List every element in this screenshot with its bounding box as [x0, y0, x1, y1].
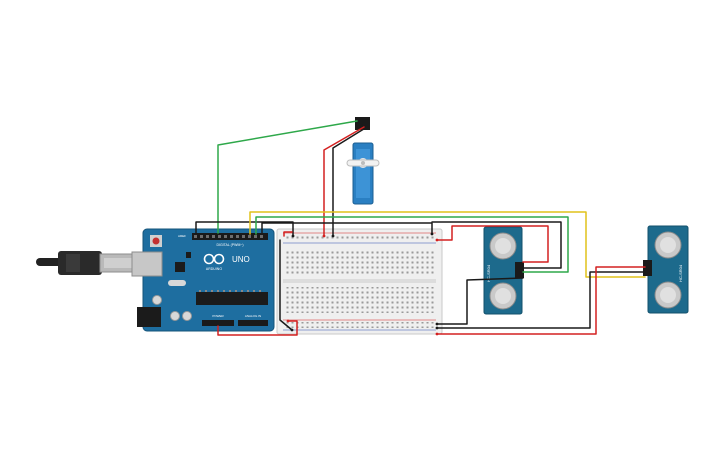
capacitor — [182, 311, 192, 321]
wire-black-gnd-bottom[interactable] — [279, 239, 293, 331]
model-label: UNO — [232, 255, 250, 264]
aref-label: AREF — [178, 234, 186, 238]
sensor-2-model-label: HC-SR04 — [678, 264, 683, 282]
capacitor — [170, 311, 180, 321]
wire-yellow-sensor-2[interactable] — [249, 211, 646, 278]
breadboard-center-channel — [283, 279, 436, 283]
voltage-regulator — [186, 252, 191, 258]
wire-red-rail-to-sensor-1[interactable] — [436, 225, 549, 263]
wire-black-servo-ground[interactable] — [332, 126, 368, 237]
wire-red-sensor-2-vcc[interactable] — [436, 266, 646, 335]
digital-header-label: DIGITAL (PWM~) — [216, 243, 243, 247]
wire-green-servo-signal[interactable] — [217, 120, 358, 234]
usb-chip — [175, 262, 185, 272]
arduino-logo: ARDUINO — [203, 253, 225, 271]
sensor-1-model-label: HC-SR04 — [486, 264, 491, 282]
arduino-uno-board[interactable]: DIGITAL (PWM~) AREF ARDUINO UNO POWER AN… — [131, 228, 275, 332]
ultrasonic-sensor-2[interactable]: HC-SR04 — [643, 225, 689, 314]
power-jack — [137, 307, 161, 327]
wire-red-sensor-1-vcc[interactable] — [283, 231, 293, 237]
wire-black-gnd-top[interactable] — [195, 221, 294, 237]
servo-motor[interactable] — [346, 117, 380, 205]
breadboard[interactable] — [276, 228, 443, 335]
power-header — [202, 320, 234, 326]
wire-black-sensor-1-gnd[interactable] — [436, 277, 524, 325]
wire-black-sensor-1[interactable] — [261, 222, 433, 235]
analog-label: ANALOG IN — [245, 314, 261, 318]
ultrasonic-sensor-1[interactable]: HC-SR04 — [483, 226, 524, 315]
capacitor — [152, 295, 162, 305]
wire-black-sensor-2-gnd[interactable] — [436, 271, 646, 329]
wire-black-sensor-1-b[interactable] — [431, 221, 562, 269]
wire-red-servo-power[interactable] — [323, 126, 365, 237]
brand-label: ARDUINO — [206, 267, 222, 271]
wire-red-5v[interactable] — [217, 320, 298, 336]
usb-jack — [131, 251, 163, 277]
usb-cable[interactable] — [36, 251, 141, 275]
wire-green-sensor-1[interactable] — [255, 216, 569, 273]
sensor-2-pin-header — [643, 260, 652, 276]
sensor-1-pin-header — [515, 262, 524, 278]
atmega-chip — [196, 292, 268, 305]
analog-header — [238, 320, 268, 326]
crystal — [168, 280, 186, 286]
power-label: POWER — [212, 314, 224, 318]
